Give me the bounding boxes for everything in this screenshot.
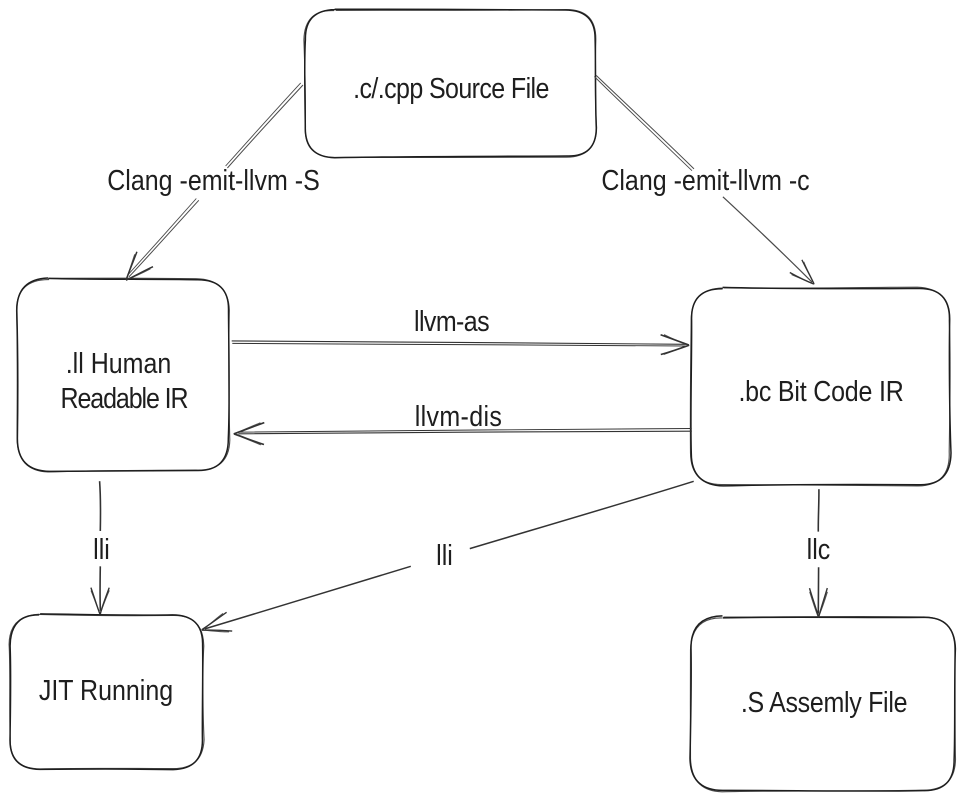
svg-text:.S Assemly File: .S Assemly File bbox=[741, 686, 907, 718]
svg-text:llvm-as: llvm-as bbox=[414, 305, 489, 337]
svg-text:lli: lli bbox=[436, 539, 453, 571]
svg-text:llc: llc bbox=[807, 533, 831, 565]
svg-text:.bc Bit Code IR: .bc Bit Code IR bbox=[738, 375, 903, 407]
svg-text:lli: lli bbox=[93, 533, 110, 565]
svg-text:Clang -emit-llvm -S: Clang -emit-llvm -S bbox=[107, 164, 320, 196]
svg-text:JIT Running: JIT Running bbox=[39, 674, 173, 706]
svg-text:.c/.cpp Source File: .c/.cpp Source File bbox=[353, 72, 549, 104]
svg-text:Clang -emit-llvm -c: Clang -emit-llvm -c bbox=[601, 164, 809, 196]
svg-text:.ll Human: .ll Human bbox=[66, 347, 172, 379]
svg-text:Readable IR: Readable IR bbox=[61, 382, 189, 414]
svg-text:llvm-dis: llvm-dis bbox=[415, 400, 503, 432]
